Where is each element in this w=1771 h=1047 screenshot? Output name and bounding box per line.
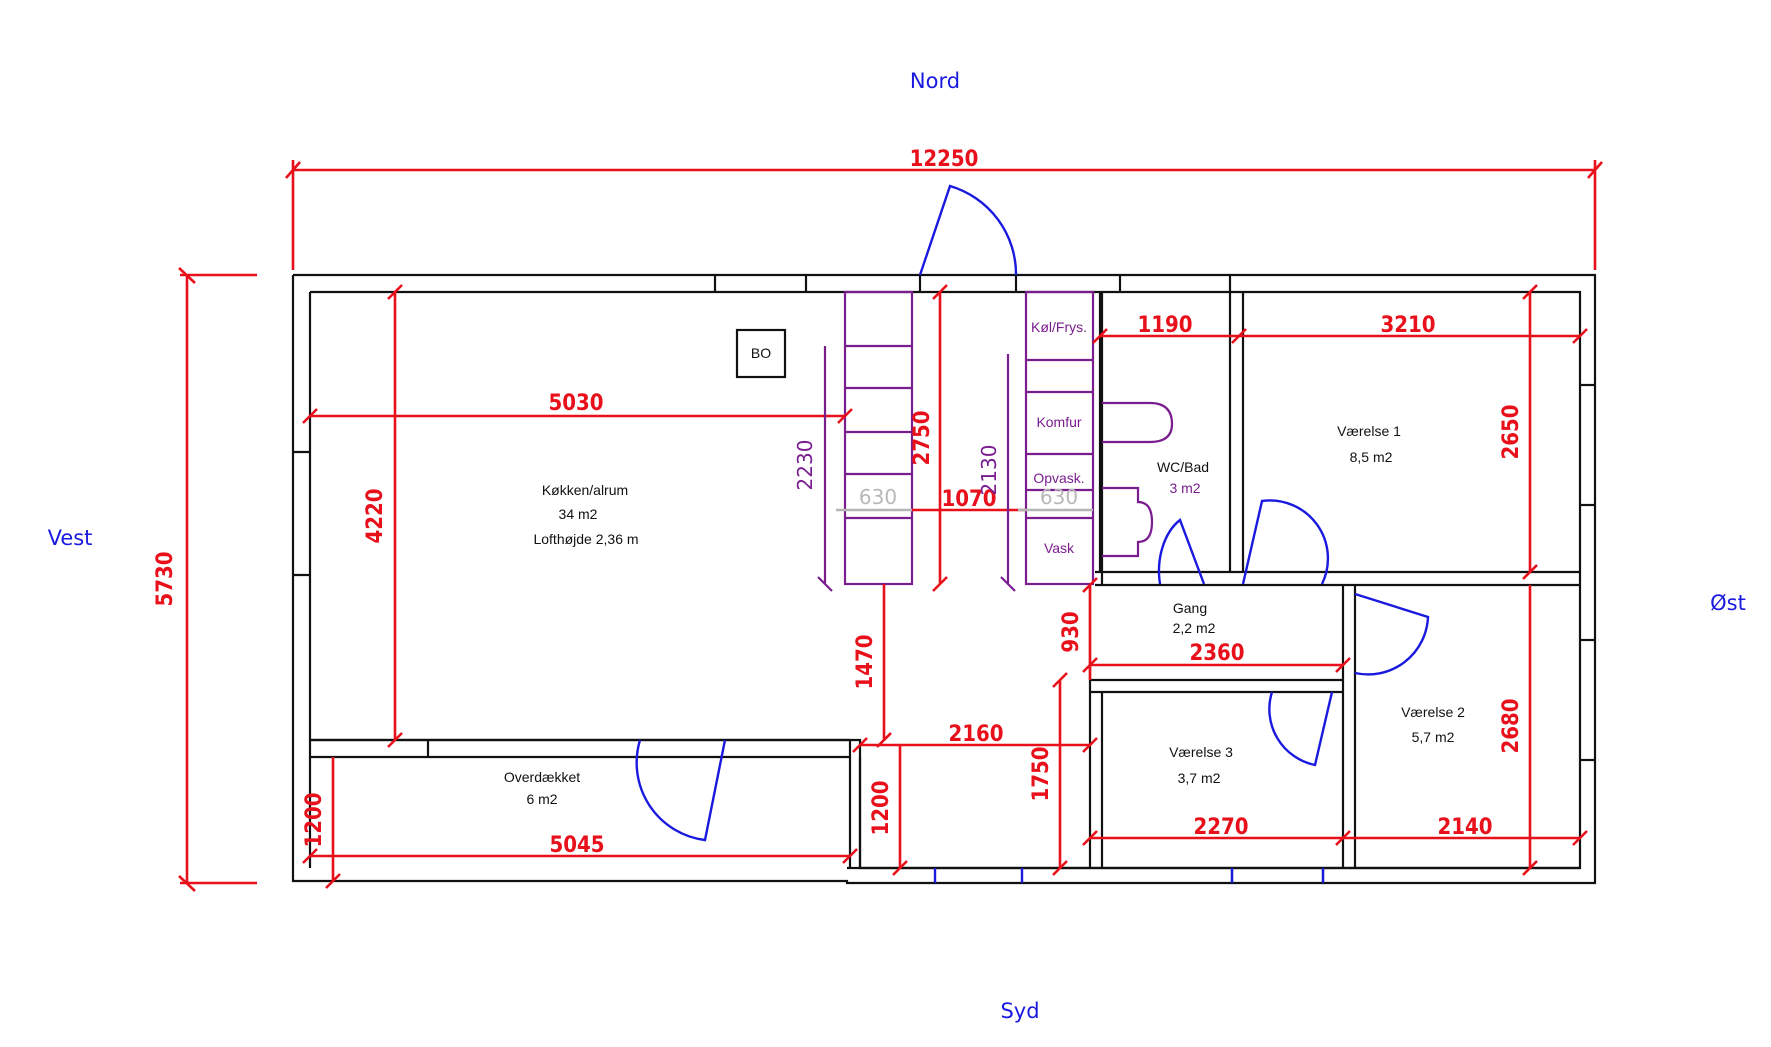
dim-kitchen-width: 5030 bbox=[548, 391, 603, 416]
dim-hall-width: 2360 bbox=[1189, 641, 1244, 666]
dim-counter2-length: 2130 bbox=[977, 445, 1001, 496]
dim-room1-width: 3210 bbox=[1380, 313, 1435, 338]
dim-room2-depth: 2680 bbox=[1499, 698, 1524, 753]
dim-room3-width: 2270 bbox=[1193, 815, 1248, 840]
dim-passage-depth: 1470 bbox=[853, 634, 878, 689]
dim-room3-depth: 1750 bbox=[1029, 746, 1054, 801]
dim-kitchen-depth: 4220 bbox=[363, 488, 388, 543]
dim-wc-width: 1190 bbox=[1137, 313, 1192, 338]
boiler-label: BO bbox=[751, 345, 771, 361]
dim-total-width: 12250 bbox=[910, 147, 979, 172]
room2-area: 5,7 m2 bbox=[1412, 729, 1455, 745]
sink-label: Vask bbox=[1044, 540, 1075, 556]
room1-name: Værelse 1 bbox=[1337, 423, 1401, 439]
wc-name: WC/Bad bbox=[1157, 459, 1209, 475]
dim-hall-depth: 930 bbox=[1059, 611, 1084, 652]
covered-name: Overdækket bbox=[504, 769, 580, 785]
room2-name: Værelse 2 bbox=[1401, 704, 1465, 720]
compass-north-label: Nord bbox=[910, 69, 960, 93]
room3-name: Værelse 3 bbox=[1169, 744, 1233, 760]
kitchen-name: Køkken/alrum bbox=[542, 482, 628, 498]
doors bbox=[635, 184, 1430, 883]
wc-area: 3 m2 bbox=[1169, 480, 1200, 496]
dim-counter-depth-right: 630 bbox=[1040, 485, 1078, 509]
washbasin-fixture bbox=[1102, 486, 1154, 558]
covered-area: 6 m2 bbox=[526, 791, 557, 807]
stove-label: Komfur bbox=[1036, 414, 1081, 430]
kitchen-ceiling: Lofthøjde 2,36 m bbox=[533, 531, 638, 547]
fridge-label: Køl/Frys. bbox=[1031, 319, 1087, 335]
dim-room1-depth: 2650 bbox=[1499, 404, 1524, 459]
counter-dimension-lines bbox=[817, 346, 1016, 592]
dishwasher-label: Opvask. bbox=[1033, 470, 1084, 486]
dim-entry-depth: 1200 bbox=[869, 780, 894, 835]
toilet-fixture bbox=[1102, 401, 1174, 444]
boiler-box bbox=[735, 328, 787, 379]
room1-area: 8,5 m2 bbox=[1350, 449, 1393, 465]
compass-west-label: Vest bbox=[48, 526, 93, 550]
dim-covered-depth: 1200 bbox=[302, 792, 327, 847]
dimension-lines bbox=[178, 160, 1603, 892]
counter-left bbox=[843, 290, 914, 586]
dim-counter-length: 2230 bbox=[793, 440, 817, 491]
dim-counter-depth-left: 630 bbox=[859, 485, 897, 509]
dim-kitchen-gap: 1070 bbox=[941, 487, 996, 512]
dim-room2-width: 2140 bbox=[1437, 815, 1492, 840]
hall-area: 2,2 m2 bbox=[1173, 620, 1216, 636]
room3-area: 3,7 m2 bbox=[1178, 770, 1221, 786]
compass-south-label: Syd bbox=[1000, 999, 1039, 1023]
dim-total-depth: 5730 bbox=[153, 551, 178, 606]
dim-entry-width: 2160 bbox=[948, 722, 1003, 747]
kitchen-area: 34 m2 bbox=[559, 506, 598, 522]
dim-opening-depth: 2750 bbox=[910, 410, 935, 465]
counter-right bbox=[1024, 290, 1095, 586]
compass-east-label: Øst bbox=[1710, 591, 1746, 615]
hall-name: Gang bbox=[1173, 600, 1207, 616]
dim-covered-width: 5045 bbox=[549, 833, 604, 858]
